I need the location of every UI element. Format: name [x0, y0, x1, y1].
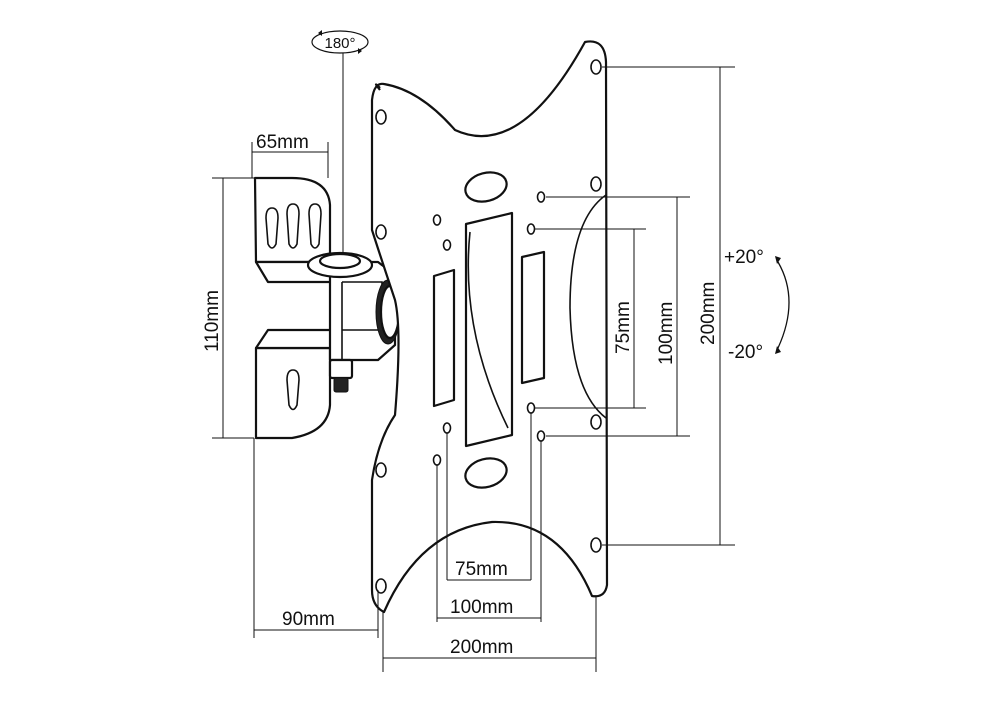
vesa-vertical-100-label: 100mm — [656, 302, 677, 365]
swivel-arm — [306, 251, 401, 393]
vesa-horizontal-75-label: 75mm — [455, 559, 508, 580]
holes-100mm — [432, 191, 546, 466]
holes-200mm — [375, 59, 602, 594]
wall-plate-height-label: 110mm — [202, 290, 223, 352]
vesa-vertical-200-label: 200mm — [698, 282, 719, 345]
keyhole-slots-upper — [265, 203, 322, 249]
wall-plate-depth-label: 90mm — [282, 609, 335, 630]
holes-75mm — [442, 223, 536, 434]
vesa-vertical-75-label: 75mm — [613, 301, 634, 354]
vesa-horizontal-100-label: 100mm — [450, 597, 513, 618]
vesa-horizontal-200-label: 200mm — [450, 637, 513, 658]
dimension-lines — [212, 52, 735, 672]
swivel-angle-label: 180° — [324, 35, 355, 52]
wall-plate-width-label: 65mm — [256, 132, 309, 153]
vesa-plate — [370, 40, 609, 614]
keyhole-slot-lower — [286, 369, 300, 411]
tilt-up-label: +20° — [724, 247, 764, 268]
tilt-rotation-indicator: +20° -20° — [724, 247, 790, 363]
swivel-rotation-indicator: 180° — [311, 30, 369, 54]
tilt-down-label: -20° — [728, 342, 763, 363]
